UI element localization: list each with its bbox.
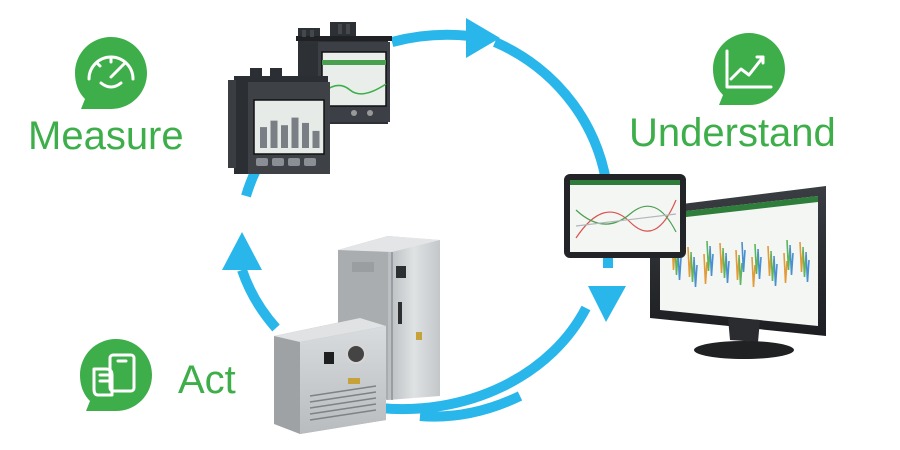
tablet-chart-lines xyxy=(575,199,677,239)
monitor-wave xyxy=(773,255,778,287)
monitor-wave xyxy=(789,244,794,276)
meter-bar xyxy=(291,117,299,148)
gauge-icon xyxy=(87,55,135,89)
meter-bar-chart xyxy=(260,117,320,148)
control-panel-box xyxy=(274,318,386,434)
monitor-wave xyxy=(690,251,695,283)
understand-step-icon xyxy=(713,33,785,105)
meter-trend-icon xyxy=(323,83,387,95)
monitor-wave xyxy=(783,252,788,284)
hand-tablet-icon xyxy=(92,353,136,397)
tablet-dashboard xyxy=(564,174,686,258)
speech-bubble-icon xyxy=(80,339,152,411)
arc-act-to-measure xyxy=(237,268,280,332)
monitor-wave xyxy=(799,241,804,273)
electrical-cabinet xyxy=(338,236,440,400)
act-step-icon xyxy=(80,339,152,411)
label-act: Act xyxy=(178,358,236,402)
meter-bar xyxy=(260,127,267,148)
monitor-wave xyxy=(741,241,746,273)
monitor-dashboard xyxy=(650,186,826,359)
trend-chart-icon xyxy=(725,49,773,89)
monitor-wave xyxy=(706,240,711,272)
arc-act-bottom xyxy=(379,305,591,415)
monitor-wave xyxy=(719,242,724,274)
meter-bar xyxy=(270,120,278,148)
arrowhead-top-icon xyxy=(466,18,500,58)
speech-bubble-icon xyxy=(713,33,785,105)
speech-bubble-icon xyxy=(75,37,147,109)
monitor-wave xyxy=(767,245,772,277)
meter-bar xyxy=(312,130,320,148)
monitor-wave xyxy=(677,249,682,281)
monitor-wave xyxy=(709,245,714,277)
monitor-wave xyxy=(703,253,708,285)
monitor-chart xyxy=(671,239,810,288)
label-measure: Measure xyxy=(28,114,184,158)
arrowhead-left-icon xyxy=(222,232,262,270)
monitor-wave xyxy=(725,252,730,284)
label-understand: Understand xyxy=(629,111,836,155)
monitor-wave xyxy=(770,250,775,282)
monitor-wave xyxy=(805,251,810,283)
monitor-wave xyxy=(738,254,743,286)
arrowhead-right-icon xyxy=(588,286,626,322)
monitor-wave xyxy=(802,246,807,278)
monitor-wave xyxy=(754,243,759,275)
monitor-wave xyxy=(687,246,692,278)
monitor-wave xyxy=(757,248,762,280)
monitor-wave xyxy=(722,247,727,279)
monitor-wave xyxy=(693,256,698,288)
meter-bar xyxy=(281,125,288,148)
monitor-wave xyxy=(786,239,791,271)
meter-bar xyxy=(302,122,309,148)
vent-grille xyxy=(309,385,377,421)
arc-bottom-tail xyxy=(419,391,523,422)
monitor-wave xyxy=(751,256,756,288)
power-meter-front xyxy=(228,68,330,174)
arc-measure-to-understand xyxy=(390,29,471,47)
measure-step-icon xyxy=(75,37,147,109)
monitor-wave xyxy=(735,249,740,281)
